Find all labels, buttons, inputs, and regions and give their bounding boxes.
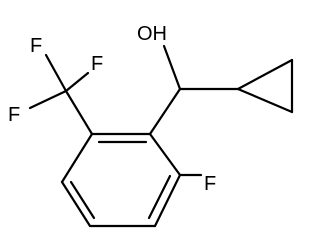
cyclopropyl-bond-1 [236, 58, 294, 91]
ring-bond-c1-c2 [148, 132, 182, 177]
cyclopropyl-ring [236, 58, 294, 114]
cf3-fluorine-left-label: F [8, 104, 20, 126]
hydroxyl-label: OH [137, 23, 167, 45]
benzene-ring [60, 132, 182, 228]
aromatic-inner-bond-left [69, 180, 96, 220]
ring-fluorine-label: F [204, 173, 216, 195]
ring-bond-c2-c3 [153, 173, 182, 228]
cf3-fluorine-top-label: F [30, 35, 42, 57]
molecule-structure-diagram: OH F F F F [8, 23, 294, 228]
ring-to-carbinol-bond [148, 87, 182, 136]
ring-bond-c5-c6 [60, 132, 94, 184]
atom-labels: OH F F F F [8, 23, 216, 195]
ring-bond-c4-c5 [60, 180, 92, 228]
cyclopropyl-bond-3 [236, 87, 294, 114]
cf3-to-f-top-bond [44, 53, 68, 93]
substituent-bonds [28, 44, 240, 177]
aromatic-inner-bond-right [147, 174, 172, 220]
ring-to-cf3-bond [64, 89, 94, 136]
cf3-to-f-left-bond [28, 89, 68, 110]
cf3-fluorine-mid-label: F [91, 53, 103, 75]
cf3-to-f-mid-bond [64, 71, 90, 93]
carbinol-to-oh-bond [162, 44, 182, 91]
